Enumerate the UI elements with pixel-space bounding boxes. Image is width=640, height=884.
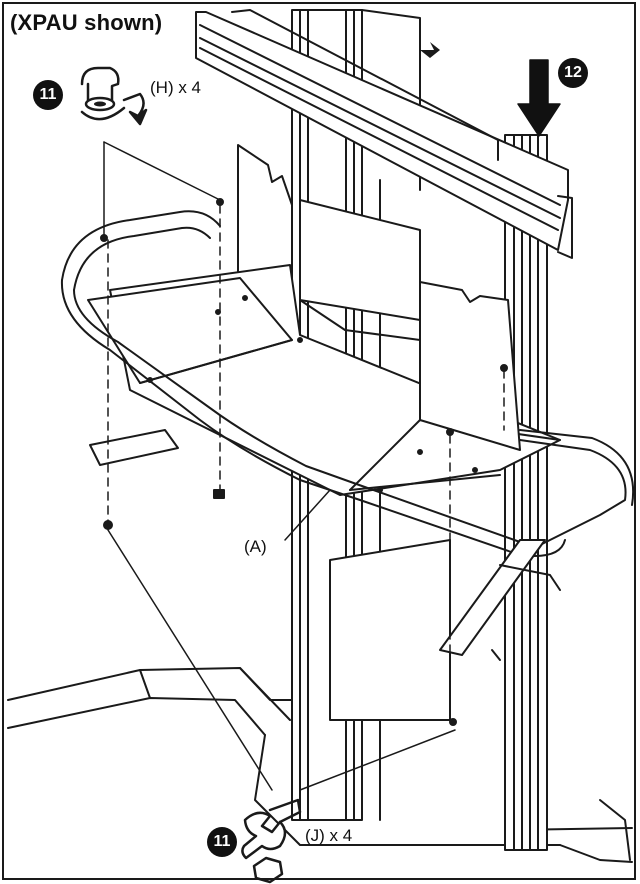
base-feet [7, 667, 633, 863]
tube-frame [60, 210, 635, 557]
hex-nut-icon [252, 856, 284, 884]
screw-alignment-lines [103, 141, 505, 791]
right-side-plate [419, 281, 521, 451]
right-rail [504, 134, 548, 851]
step-badge-11-bottom: 11 [207, 827, 237, 857]
down-arrow-icon [517, 59, 561, 137]
part-label-a: (A) [244, 537, 267, 556]
top-bracket [195, 9, 573, 259]
screw-tighten-icon [80, 66, 148, 126]
screw-hardware [100, 198, 508, 726]
part-label-j: (J) x 4 [305, 826, 353, 845]
wrench-icon [241, 798, 302, 860]
step-badge-12: 12 [558, 58, 588, 88]
diagram-title: (XPAU shown) [10, 10, 163, 35]
leg-braces [89, 429, 561, 661]
part-label-h: (H) x 4 [150, 78, 201, 97]
step-badge-11-top: 11 [33, 80, 63, 110]
